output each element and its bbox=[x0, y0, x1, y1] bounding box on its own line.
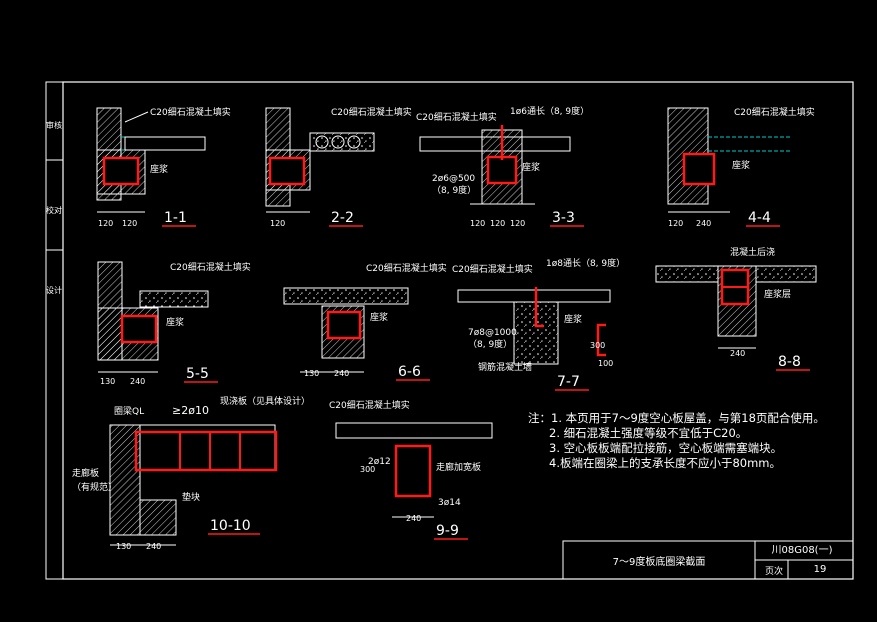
note-line-1: 注：1. 本页用于7～9度空心板屋盖，与第18页配合使用。 bbox=[528, 411, 825, 425]
section-1-1 bbox=[96, 107, 206, 213]
note-7-7-mortar: 座浆 bbox=[564, 313, 582, 325]
section-6-6 bbox=[283, 287, 409, 373]
note-9-9-fill: C20细石混凝土填实 bbox=[329, 399, 410, 411]
section-8-8 bbox=[655, 265, 817, 349]
dim-4-4-a: 120 bbox=[668, 219, 683, 228]
note-4-4-mortar: 座浆 bbox=[732, 159, 750, 171]
section-5-5 bbox=[97, 261, 209, 373]
section-2-2 bbox=[265, 107, 375, 213]
dim-10-10-a: 130 bbox=[116, 542, 131, 551]
dim-7-7-a: 300 bbox=[590, 341, 605, 350]
dim-9-9: 240 bbox=[406, 514, 421, 523]
note-7-7-fill: C20细石混凝土填实 bbox=[452, 263, 533, 275]
label-4-4: 4-4 bbox=[748, 210, 771, 226]
note-7-7-bar: 1ø8通长（8, 9度） bbox=[546, 257, 625, 269]
note-10-10-corridor1: 走廊板 bbox=[72, 467, 99, 479]
dim-1-1-a: 120 bbox=[98, 219, 113, 228]
dim-4-4-b: 240 bbox=[696, 219, 711, 228]
drawing-code: 川08G08(一) bbox=[771, 545, 833, 556]
general-notes: 注：1. 本页用于7～9度空心板屋盖，与第18页配合使用。 2. 细石混凝土强度… bbox=[528, 411, 825, 471]
title-block bbox=[562, 540, 854, 580]
section-10-10 bbox=[109, 424, 278, 546]
note-3-3-fill: C20细石混凝土填实 bbox=[416, 111, 497, 123]
page-label: 页次 bbox=[764, 567, 783, 577]
drawing-title: 7～9度板底圈梁截面 bbox=[612, 556, 706, 568]
label-3-3: 3-3 bbox=[552, 210, 575, 226]
dim-2-2: 120 bbox=[270, 219, 285, 228]
note-7-7-tie2: （8, 9度） bbox=[468, 338, 512, 350]
note-10-10-bars: ≥2ø10 bbox=[172, 404, 209, 417]
section-4-4 bbox=[667, 107, 790, 213]
note-6-6-mortar: 座浆 bbox=[370, 311, 388, 323]
note-7-7-tie: 7ø8@1000 bbox=[468, 328, 517, 338]
note-1-1-fill: C20细石混凝土填实 bbox=[150, 106, 231, 118]
section-labels: 1-1 2-2 3-3 4-4 5-5 6-6 7-7 8-8 9-9 10-1… bbox=[162, 210, 810, 540]
section-9-9 bbox=[335, 422, 493, 518]
note-8-8-mortar: 座浆层 bbox=[764, 288, 791, 300]
note-1-1-mortar: 座浆 bbox=[150, 163, 168, 175]
side-label-review: 审核 bbox=[46, 121, 62, 130]
page-number: 19 bbox=[813, 564, 827, 575]
note-2-2-fill: C20细石混凝土填实 bbox=[331, 106, 412, 118]
note-line-2: 2. 细石混凝土强度等级不宜低于C20。 bbox=[549, 426, 748, 440]
section-3-3 bbox=[419, 125, 571, 205]
note-line-3: 3. 空心板板端配拉接筋，空心板端需塞端块。 bbox=[549, 441, 783, 455]
note-3-3-tie2: （8, 9度） bbox=[432, 184, 476, 196]
dim-9-9-h: 300 bbox=[360, 465, 375, 474]
note-4-4-fill: C20细石混凝土填实 bbox=[734, 106, 815, 118]
label-1-1: 1-1 bbox=[164, 210, 187, 226]
dim-3-3-a: 120 bbox=[470, 219, 485, 228]
annotations: C20细石混凝土填实 座浆 120 120 C20细石混凝土填实 120 C20… bbox=[72, 105, 815, 551]
note-9-9-bar1: 2ø12 bbox=[368, 457, 391, 467]
note-10-10-cast: 现浇板（见具体设计） bbox=[220, 395, 310, 407]
note-5-5-fill: C20细石混凝土填实 bbox=[170, 261, 251, 273]
dim-3-3-b: 120 bbox=[490, 219, 505, 228]
label-7-7: 7-7 bbox=[557, 374, 580, 390]
label-10-10: 10-10 bbox=[210, 518, 251, 534]
side-label-design: 设计 bbox=[46, 286, 62, 295]
note-3-3-bar: 1ø6通长（8, 9度） bbox=[510, 105, 589, 117]
side-label-check: 校对 bbox=[46, 206, 62, 215]
note-10-10-corridor2: （有规范） bbox=[72, 481, 117, 493]
note-5-5-mortar: 座浆 bbox=[166, 316, 184, 328]
label-6-6: 6-6 bbox=[398, 364, 421, 380]
note-10-10-ring: 圈梁QL bbox=[114, 405, 144, 417]
note-9-9-bar2: 3ø14 bbox=[438, 498, 461, 508]
dim-7-7-b: 100 bbox=[598, 359, 613, 368]
note-6-6-fill: C20细石混凝土填实 bbox=[366, 262, 447, 274]
inner-frame bbox=[62, 81, 854, 580]
dim-10-10-b: 240 bbox=[146, 542, 161, 551]
label-8-8: 8-8 bbox=[778, 354, 801, 370]
note-3-3-tie: 2ø6@500 bbox=[432, 174, 475, 184]
label-5-5: 5-5 bbox=[186, 366, 209, 382]
note-3-3-mortar: 座浆 bbox=[522, 161, 540, 173]
note-line-4: 4.板端在圈梁上的支承长度不应小于80mm。 bbox=[549, 456, 782, 470]
label-9-9: 9-9 bbox=[436, 523, 459, 539]
section-7-7 bbox=[457, 287, 611, 365]
dim-1-1-b: 120 bbox=[122, 219, 137, 228]
dim-3-3-c: 120 bbox=[510, 219, 525, 228]
note-9-9-edge: 走廊加宽板 bbox=[436, 461, 481, 473]
dim-6-6-a: 130 bbox=[304, 369, 319, 378]
note-8-8-fill: 混凝土后浇 bbox=[730, 246, 775, 258]
dim-5-5-b: 240 bbox=[130, 377, 145, 386]
dim-8-8: 240 bbox=[730, 349, 745, 358]
label-2-2: 2-2 bbox=[331, 210, 354, 226]
dim-6-6-b: 240 bbox=[334, 369, 349, 378]
dim-5-5-a: 130 bbox=[100, 377, 115, 386]
note-7-7-wall: 钢筋混凝土墙 bbox=[478, 361, 532, 373]
note-10-10-cushion: 垫块 bbox=[182, 491, 200, 503]
